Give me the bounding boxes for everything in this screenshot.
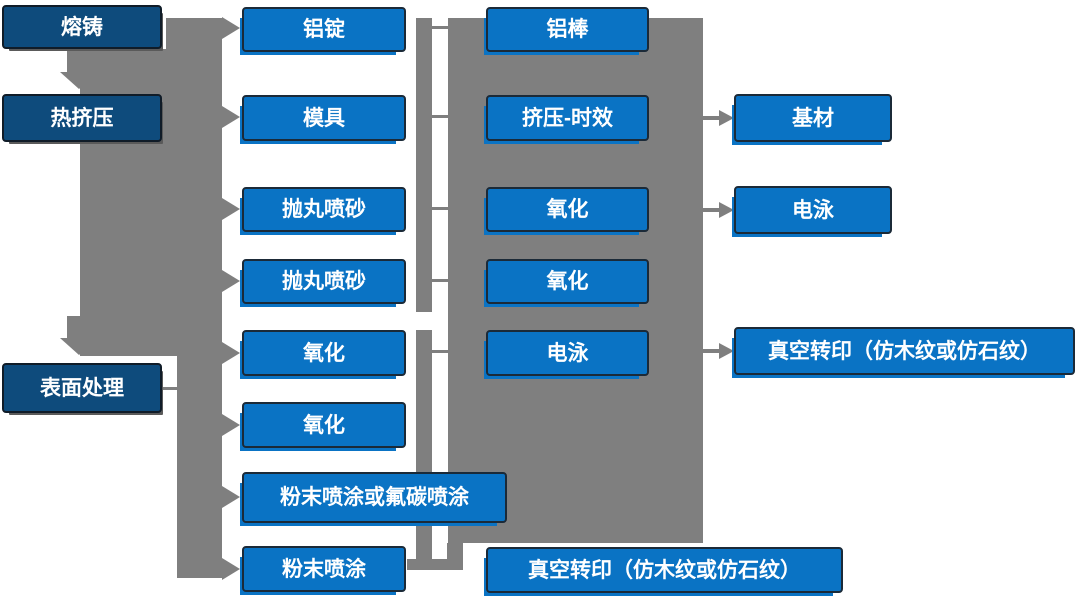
node-vacuum-transfer-bottom: 真空转印（仿木纹或仿石纹）	[486, 547, 843, 593]
left-trunk-bottom	[177, 356, 222, 578]
arrow-stub	[703, 349, 720, 353]
node-hot-extrusion: 热挤压	[2, 94, 162, 142]
arrow-right-icon	[719, 343, 734, 359]
arrow-right-icon	[222, 106, 240, 128]
node-oxidation-c3-2: 氧化	[486, 259, 649, 304]
down-arrow-icon	[60, 338, 98, 355]
node-melting-casting: 熔铸	[2, 5, 162, 49]
arrow-right-icon	[222, 414, 240, 436]
arrow-right-icon	[222, 17, 240, 39]
node-oxidation-c2-2: 氧化	[242, 402, 406, 448]
node-shot-blasting-1: 抛丸喷砂	[242, 187, 406, 232]
node-aluminum-ingot: 铝锭	[242, 7, 406, 52]
node-electrophoresis-c3: 电泳	[486, 330, 649, 376]
node-powder-coating: 粉末喷涂	[242, 546, 406, 592]
node-powder-or-fluorocarbon-coating: 粉末喷涂或氟碳喷涂	[242, 472, 507, 523]
arrow-right-icon	[222, 198, 240, 220]
mid-bar-upper	[416, 18, 432, 312]
bottom-thick-tick	[407, 559, 463, 570]
arrow-right-icon	[719, 110, 734, 126]
node-oxidation-c3-1: 氧化	[486, 187, 649, 232]
arrow-right-icon	[222, 342, 240, 364]
node-oxidation-c2-1: 氧化	[242, 330, 406, 376]
node-vacuum-transfer-right: 真空转印（仿木纹或仿石纹）	[734, 327, 1075, 375]
connector-tick	[432, 207, 448, 210]
node-base-material: 基材	[734, 94, 892, 142]
arrow-right-icon	[222, 486, 240, 508]
node-electrophoresis-c4: 电泳	[734, 186, 892, 234]
arrow-stub	[703, 208, 720, 212]
arrow-right-icon	[222, 270, 240, 292]
down-arrow-shaft	[67, 49, 91, 74]
connector-tick	[432, 26, 448, 29]
connector-tick	[432, 279, 448, 282]
mid-bar-lower	[416, 330, 432, 570]
arrow-right-icon	[222, 558, 240, 580]
arrow-right-icon	[719, 202, 734, 218]
node-surface-treatment: 表面处理	[2, 363, 162, 413]
node-shot-blasting-2: 抛丸喷砂	[242, 259, 406, 304]
arrow-stub	[703, 116, 720, 120]
down-arrow-shaft	[67, 316, 91, 340]
connector-tick	[432, 350, 448, 353]
node-aluminum-rod: 铝棒	[486, 7, 649, 52]
node-extrusion-aging: 挤压-时效	[486, 95, 649, 141]
node-mold: 模具	[242, 95, 406, 141]
connector-tick	[432, 115, 448, 118]
connector-tick	[163, 387, 179, 390]
left-trunk-top	[166, 18, 222, 54]
down-arrow-icon	[60, 72, 98, 89]
